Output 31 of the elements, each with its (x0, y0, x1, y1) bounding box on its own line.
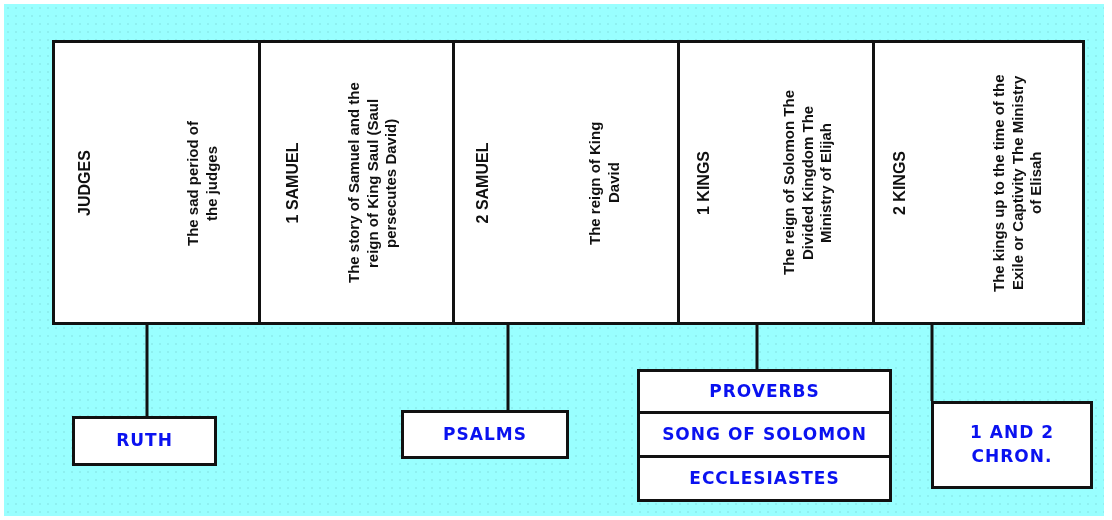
book-box (401, 410, 569, 459)
book-title: 1 SAMUEL (283, 142, 303, 223)
book-column (52, 40, 261, 325)
connector-line (506, 325, 510, 410)
book-name: PROVERBS (709, 379, 820, 403)
book-summary: The story of Samuel and the reign of King Saul (Saul persecutes David) (344, 81, 401, 285)
book-summary: The reign of King David (586, 119, 623, 247)
book-summary: The reign of Solomon The Divided Kingdom The Ministry of Elijah (779, 89, 836, 277)
book-name: SONG OF SOLOMON (662, 422, 867, 446)
book-name: 1 AND 2 CHRON. (969, 421, 1055, 468)
book-title: JUDGES (75, 149, 95, 216)
book-name: PSALMS (443, 422, 527, 446)
book-summary: The kings up to the time of the Exile or Captivity The Ministry of Elisah (989, 72, 1046, 293)
book-box (637, 369, 892, 414)
connector-line (755, 325, 759, 369)
book-summary: The sad period of the judges (184, 119, 221, 248)
book-column (258, 40, 455, 325)
book-title: 2 SAMUEL (473, 142, 493, 223)
book-column (452, 40, 680, 325)
book-name: RUTH (116, 429, 173, 453)
book-name: ECCLESIASTES (689, 466, 840, 490)
connector-line (930, 325, 934, 401)
book-column (872, 40, 1085, 325)
book-box (72, 416, 217, 466)
book-title: 1 KINGS (694, 150, 714, 215)
book-title: 2 KINGS (890, 150, 910, 215)
book-box (637, 411, 892, 458)
connector-line (145, 325, 149, 416)
book-column (677, 40, 875, 325)
book-box (931, 401, 1093, 489)
book-box (637, 455, 892, 502)
